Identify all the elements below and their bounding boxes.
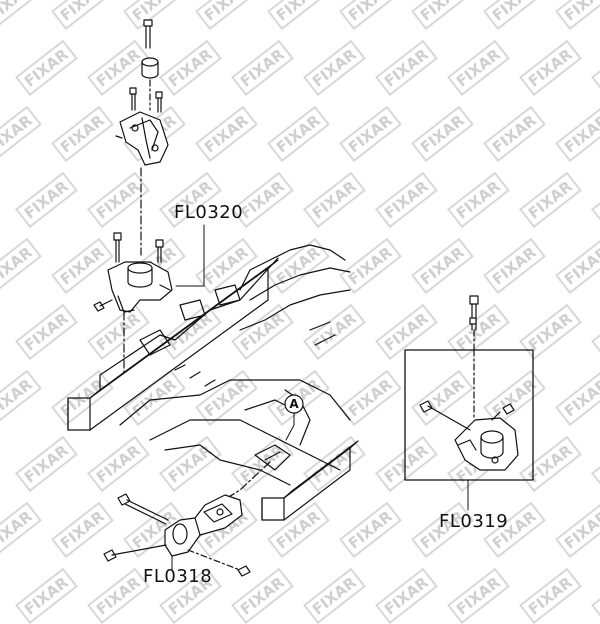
fl0320-mount-assembly [93, 19, 205, 376]
fl0318-mount-assembly [103, 461, 271, 577]
callout-fl0318: FL0318 [143, 566, 213, 587]
reference-marker-label: A [289, 397, 299, 411]
callout-fl0320: FL0320 [174, 202, 244, 223]
engine-mount-diagram [67, 19, 534, 577]
callout-fl0319: FL0319 [439, 511, 509, 532]
reference-marker-a [284, 394, 304, 441]
chassis-frame [67, 244, 359, 521]
fl0319-mount-assembly [404, 295, 534, 511]
